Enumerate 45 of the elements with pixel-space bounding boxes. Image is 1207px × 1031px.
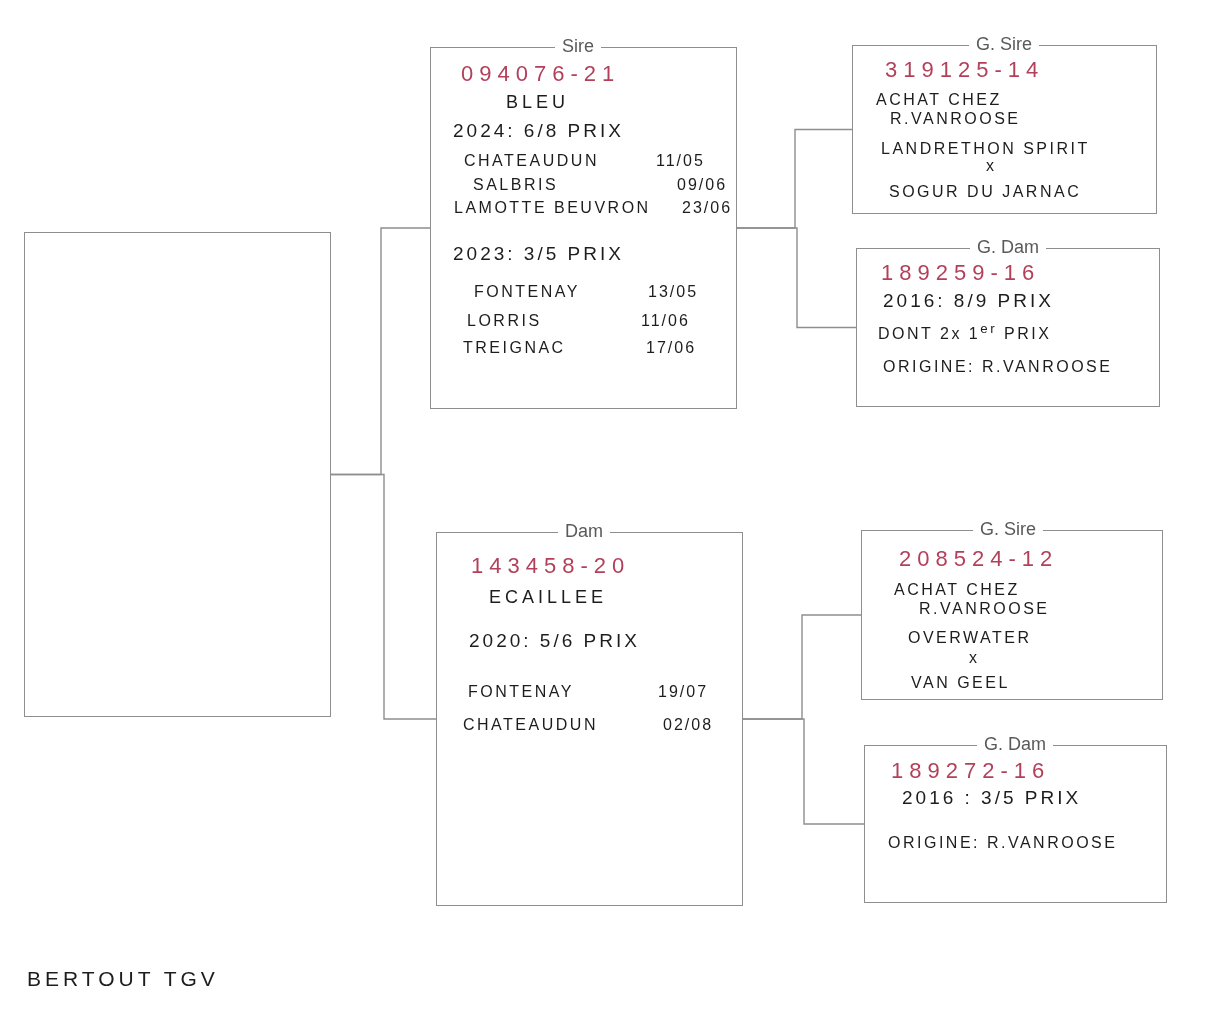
handwritten-note: ACHAT CHEZ R.VANROOSE bbox=[894, 580, 1051, 619]
race-date: 11/06 bbox=[641, 311, 690, 331]
handwritten-note: OVERWATER bbox=[908, 628, 1032, 648]
connector-line bbox=[742, 718, 865, 825]
race-date: 02/08 bbox=[663, 715, 714, 735]
handwritten-note: ORIGINE: R.VANROOSE bbox=[883, 357, 1113, 377]
handwritten-note: ACHAT CHEZ R.VANROOSE bbox=[876, 90, 1022, 129]
race-name: SALBRIS bbox=[473, 175, 559, 195]
result-summary: 2023: 3/5 PRIX bbox=[453, 243, 624, 267]
handwritten-note: SOGUR DU JARNAC bbox=[889, 182, 1082, 202]
race-date: 23/06 bbox=[682, 198, 733, 218]
race-date: 19/07 bbox=[658, 682, 709, 702]
race-name: FONTENAY bbox=[474, 282, 580, 302]
handwritten-note: DONT 2x 1$^{er}$ PRIX bbox=[878, 321, 1052, 344]
pigeon-title: BERTOUT TGV bbox=[27, 965, 219, 992]
race-name: TREIGNAC bbox=[463, 338, 566, 358]
ring-number: 319125-14 bbox=[885, 56, 1045, 83]
handwritten-note: VAN GEEL bbox=[911, 673, 1010, 693]
race-name: LAMOTTE BEUVRON bbox=[454, 198, 651, 218]
handwritten-note: ORIGINE: R.VANROOSE bbox=[888, 833, 1118, 853]
pigeon-name: ECAILLEE bbox=[489, 586, 608, 609]
result-summary: 2016: 8/9 PRIX bbox=[883, 290, 1054, 314]
connector-line bbox=[330, 473, 437, 720]
result-summary: 2020: 5/6 PRIX bbox=[469, 630, 640, 654]
race-name: CHATEAUDUN bbox=[463, 715, 598, 735]
connector-line bbox=[736, 227, 857, 329]
race-date: 09/06 bbox=[677, 175, 728, 195]
race-name: CHATEAUDUN bbox=[464, 151, 599, 171]
cross-sign: x bbox=[986, 156, 994, 176]
handwritten-note: LANDRETHON SPIRIT bbox=[881, 139, 1090, 159]
race-name: LORRIS bbox=[467, 311, 542, 331]
ring-number: 189272-16 bbox=[891, 757, 1051, 784]
ring-number: 189259-16 bbox=[881, 259, 1041, 286]
race-name: FONTENAY bbox=[468, 682, 574, 702]
ring-number: 208524-12 bbox=[899, 545, 1059, 572]
result-summary: 2016 : 3/5 PRIX bbox=[902, 787, 1082, 811]
result-summary: 2024: 6/8 PRIX bbox=[453, 120, 624, 144]
empty-box bbox=[24, 232, 331, 717]
race-date: 13/05 bbox=[648, 282, 699, 302]
cross-sign: x bbox=[969, 648, 977, 668]
ring-number: 094076-21 bbox=[461, 60, 621, 87]
ring-number: 143458-20 bbox=[471, 552, 631, 579]
race-date: 11/05 bbox=[656, 151, 705, 171]
pigeon-name: BLEU bbox=[506, 91, 570, 114]
race-date: 17/06 bbox=[646, 338, 697, 358]
